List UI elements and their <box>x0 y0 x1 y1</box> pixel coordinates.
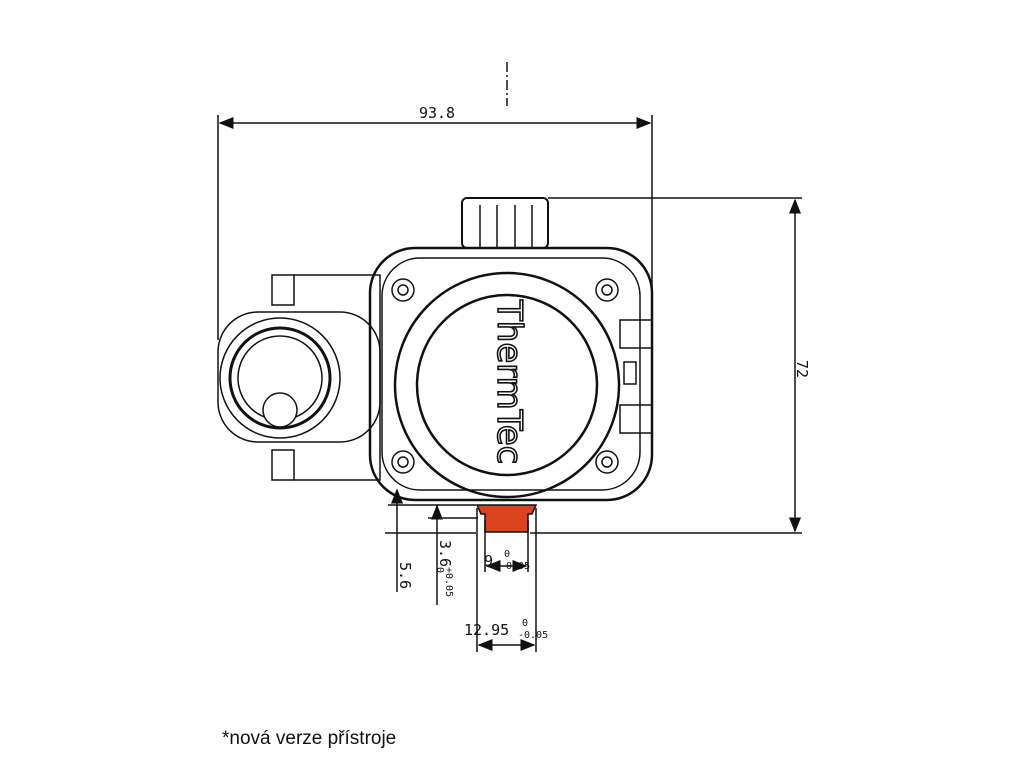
brand-logo: ThermTec <box>489 299 529 464</box>
width-label: 93.8 <box>419 104 455 122</box>
offset-b-tol-upper: +0.05 <box>443 567 454 597</box>
outer-width-tol-lower: -0.05 <box>518 630 548 641</box>
inner-width-tol-upper: 0 <box>504 549 510 560</box>
highlighted-part <box>475 504 538 533</box>
inner-width-tol-lower: -0.05 <box>500 561 530 572</box>
inner-width-label: 9. <box>484 552 502 570</box>
side-connector <box>217 274 381 481</box>
offset-b-tol-lower: 0 <box>434 567 445 573</box>
outer-width-tol-upper: 0 <box>522 618 528 629</box>
caption: *nová verze přístroje <box>222 728 397 749</box>
offset-b-label: 3.6 <box>436 540 454 567</box>
height-label: 72 <box>793 360 811 378</box>
main-housing <box>368 197 654 502</box>
outer-width-label: 12.95 <box>464 621 509 639</box>
offset-a-label: 5.6 <box>396 562 414 589</box>
